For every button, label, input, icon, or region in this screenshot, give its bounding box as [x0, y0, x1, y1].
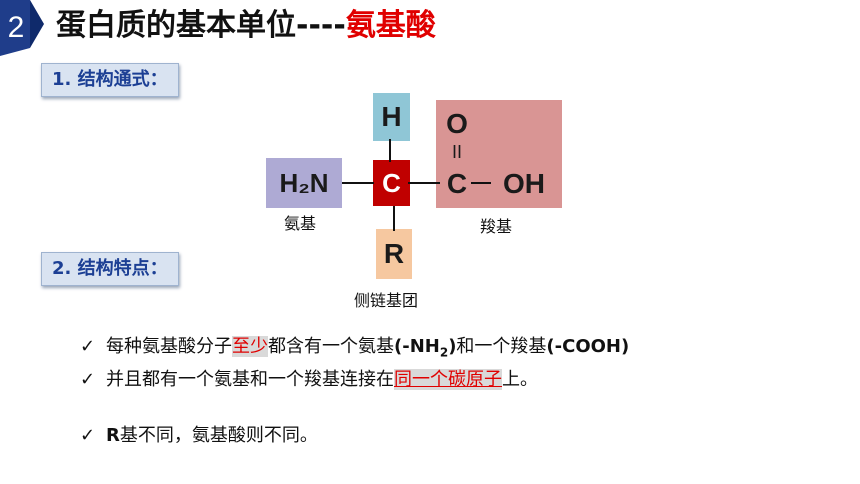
page-title-main: 蛋白质的基本单位---- — [56, 8, 346, 43]
caption-carboxyl: 羧基 — [480, 217, 513, 236]
carboxyl-carbon: C — [446, 168, 468, 199]
caption-amino: 氨基 — [284, 214, 317, 233]
amino-acid-structure-diagram: H H₂N C R O II C OH 氨基 羧基 侧链基团 — [266, 93, 562, 310]
check-icon: ✓ — [80, 336, 96, 357]
r-group-symbol: R — [383, 238, 405, 269]
section-label-structure-formula: 1. 结构通式： — [41, 63, 179, 97]
section-number: 2 — [7, 11, 25, 44]
bullet-item-2: ✓并且都有一个氨基和一个羧基连接在同一个碳原子上。 — [80, 367, 538, 393]
highlight-same-carbon: 同一个碳原子 — [394, 369, 502, 390]
bullet-item-3: ✓R基不同，氨基酸则不同。 — [80, 423, 318, 449]
section-number-badge — [0, 0, 44, 56]
page-title-accent: 氨基酸 — [345, 8, 436, 43]
amino-group-formula: H₂N — [279, 167, 329, 198]
bond-lines — [342, 139, 491, 231]
hydrogen-box: H — [373, 93, 410, 141]
carboxyl-double-bond: II — [451, 141, 462, 162]
check-icon: ✓ — [80, 425, 96, 446]
bullet-item-1: ✓每种氨基酸分子至少都含有一个氨基(-NH2)和一个羧基(-COOH) — [80, 336, 630, 360]
carboxyl-oxygen: O — [446, 108, 468, 139]
page-title: 蛋白质的基本单位----氨基酸 — [56, 6, 436, 46]
carboxyl-group-box — [436, 100, 562, 208]
highlight-at-least: 至少 — [232, 336, 268, 357]
r-group-box: R — [376, 229, 412, 279]
alpha-carbon-atom: C — [382, 167, 401, 198]
caption-side-chain: 侧链基团 — [354, 291, 419, 310]
check-icon: ✓ — [80, 369, 96, 390]
hydroxyl-group: OH — [503, 168, 545, 199]
amino-group-box: H₂N — [266, 158, 342, 208]
alpha-carbon-box: C — [373, 160, 410, 206]
section-label-structure-features: 2. 结构特点： — [41, 252, 179, 286]
hydrogen-atom: H — [381, 101, 402, 132]
